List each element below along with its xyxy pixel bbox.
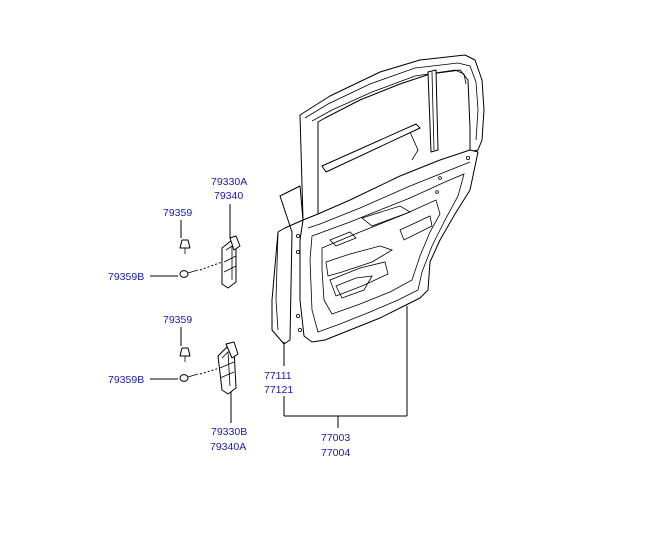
label-door-a: 77003 <box>321 432 350 444</box>
door-outer-panel <box>271 185 304 345</box>
rear-door-assembly <box>271 54 485 345</box>
leader-lines <box>150 204 408 428</box>
bolt-lower-side <box>179 373 199 382</box>
label-hinge-upper-b: 79340 <box>214 190 243 202</box>
door-inner-panel <box>299 149 479 343</box>
label-hinge-lower-b: 79340A <box>210 441 246 453</box>
bolt-lower-top <box>179 347 191 362</box>
label-hinge-lower-a: 79330B <box>211 426 247 438</box>
label-bolt-upper-side: 79359B <box>108 271 144 283</box>
upper-hinge <box>221 235 241 289</box>
bolt-upper-side <box>179 269 199 278</box>
label-panel-a: 77111 <box>264 370 292 382</box>
label-panel-b: 77121 <box>264 384 293 396</box>
label-hinge-upper-a: 79330A <box>211 176 247 188</box>
label-door-b: 77004 <box>321 447 350 459</box>
lower-hinge <box>217 341 239 395</box>
part-labels: 79330A 79340 79359 79359B 79359 79359B 7… <box>108 176 350 459</box>
door-window-frame <box>299 54 485 227</box>
label-bolt-upper-top: 79359 <box>163 207 192 219</box>
label-bolt-lower-top: 79359 <box>163 314 192 326</box>
label-bolt-lower-side: 79359B <box>108 374 144 386</box>
bolt-upper-top <box>179 239 191 254</box>
